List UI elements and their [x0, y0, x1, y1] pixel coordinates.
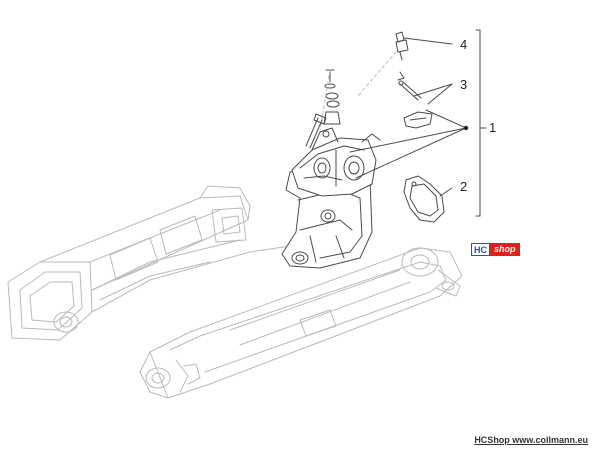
pad-pin-kit — [397, 71, 433, 129]
brake-pad — [403, 175, 445, 223]
swingarm — [7, 185, 463, 399]
footer-watermark[interactable]: HCShop www.collmann.eu — [474, 435, 588, 445]
leader-lines — [349, 29, 487, 217]
brake-caliper — [291, 127, 381, 197]
badge-hc-text: HC — [471, 243, 490, 256]
hcshop-logo-badge: HC shop — [471, 243, 520, 256]
callout-number-3: 3 — [460, 77, 468, 92]
callout-number-4: 4 — [460, 37, 468, 52]
badge-shop-text: shop — [490, 243, 520, 256]
callout-number-2: 2 — [460, 179, 468, 194]
guide-pin — [305, 113, 327, 149]
bolt-stack — [319, 69, 341, 131]
bleed-valve — [357, 31, 409, 97]
callout-number-1: 1 — [489, 120, 497, 135]
